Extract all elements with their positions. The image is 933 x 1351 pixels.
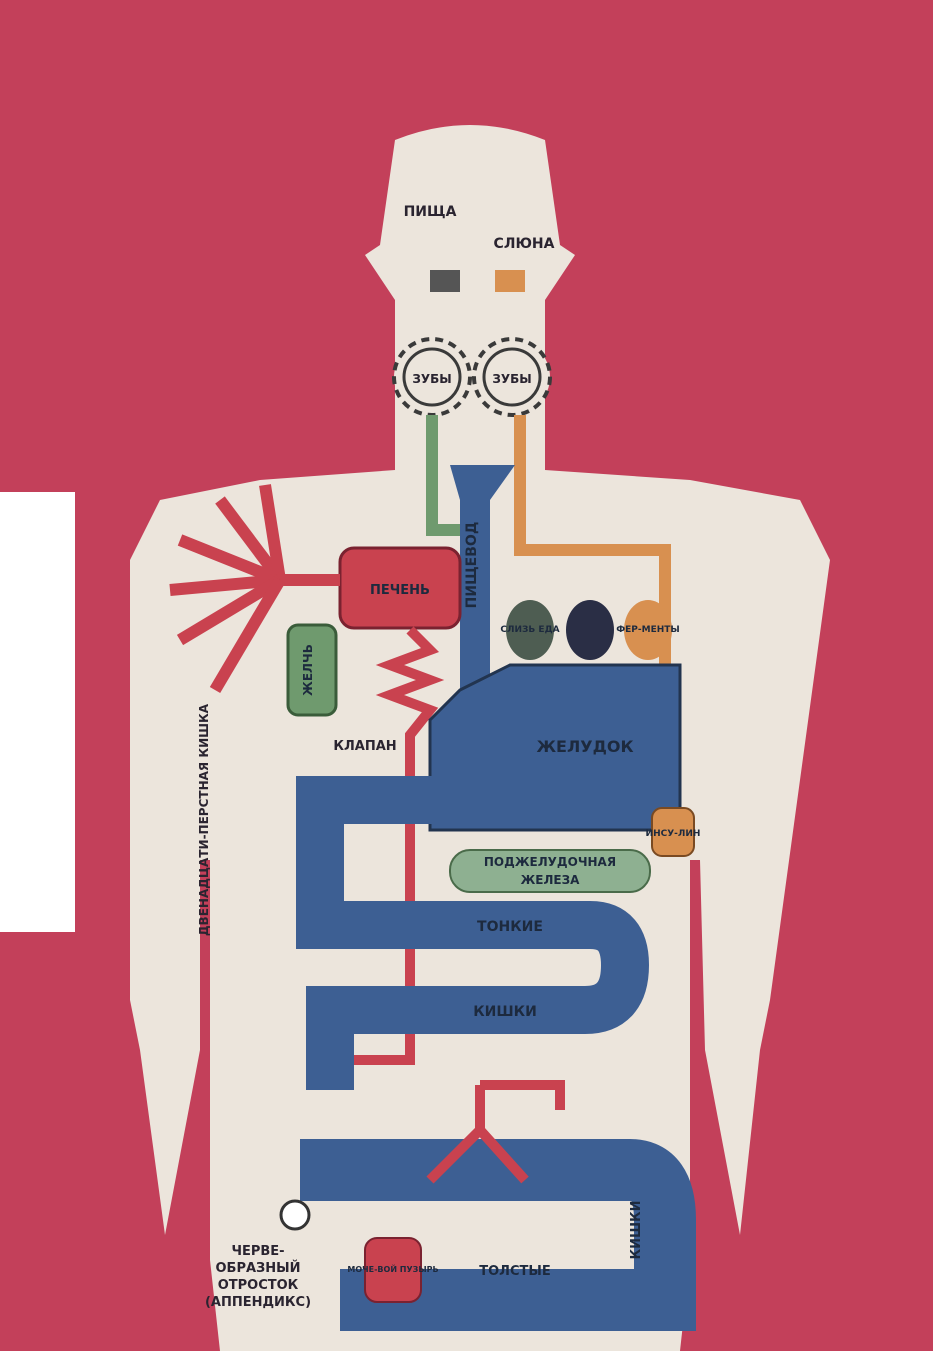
label-mucus: СЛИЗЬ ЕДА <box>500 625 559 635</box>
label-large-intestine-2: КИШКИ <box>629 1200 644 1259</box>
left-inset-panel <box>0 492 75 932</box>
label-appendix-1: ЧЕРВЕ- <box>231 1244 284 1259</box>
label-small-intestine-2: КИШКИ <box>473 1004 537 1020</box>
label-bile: ЖЕЛЧЬ <box>301 644 315 696</box>
label-small-intestine-1: ТОНКИЕ <box>477 919 543 935</box>
label-appendix-3: ОТРОСТОК <box>218 1278 299 1293</box>
label-esophagus: ПИЩЕВОД <box>464 522 480 609</box>
label-pancreas-1: ПОДЖЕЛУДОЧНАЯ <box>484 855 616 869</box>
label-valve: КЛАПАН <box>333 739 396 754</box>
appendix-dial <box>281 1201 309 1229</box>
label-food: ПИЩА <box>404 204 457 220</box>
label-bladder: МОЧЕ-ВОЙ ПУЗЫРЬ <box>347 1263 438 1274</box>
label-duodenum: ДВЕНАДЦАТИ-ПЕРСТНАЯ КИШКА <box>197 703 211 936</box>
dark-tank <box>566 600 614 660</box>
label-teeth-left: ЗУБЫ <box>412 372 451 386</box>
food-tap <box>430 270 460 292</box>
label-stomach: ЖЕЛУДОК <box>536 737 633 756</box>
label-pancreas-2: ЖЕЛЕЗА <box>521 873 581 887</box>
label-insulin: ИНСУ-ЛИН <box>646 829 701 839</box>
saliva-tap <box>495 270 525 292</box>
label-appendix-2: ОБРАЗНЫЙ <box>215 1260 300 1276</box>
label-saliva: СЛЮНА <box>494 236 555 252</box>
label-enzymes: ФЕР-МЕНТЫ <box>616 625 680 635</box>
label-liver: ПЕЧЕНЬ <box>370 583 430 598</box>
label-large-intestine-1: ТОЛСТЫЕ <box>479 1264 550 1279</box>
label-teeth-right: ЗУБЫ <box>492 372 531 386</box>
label-appendix-4: (АППЕНДИКС) <box>205 1295 311 1310</box>
